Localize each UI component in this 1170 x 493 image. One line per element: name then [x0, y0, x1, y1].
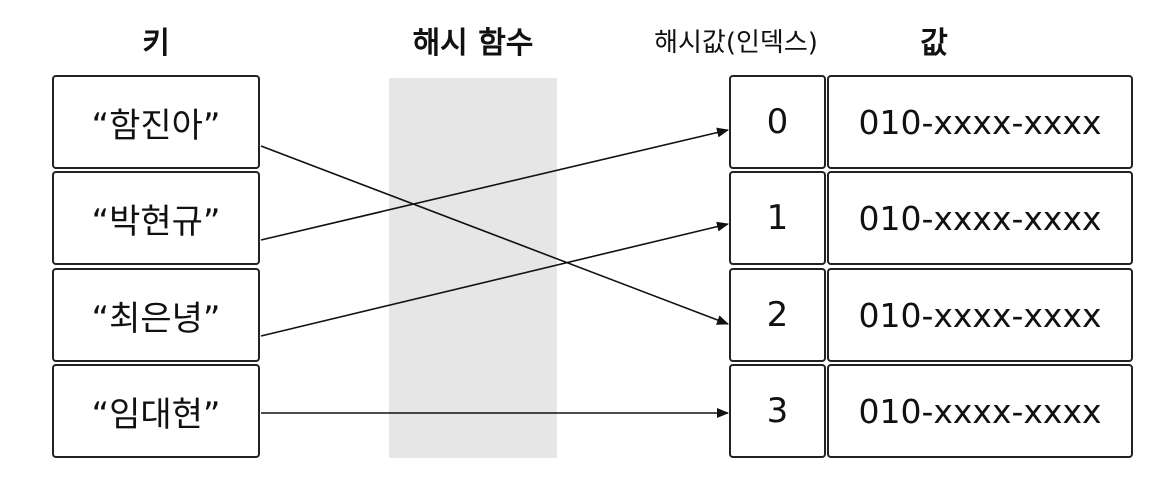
index-label: 3 — [766, 391, 789, 431]
key-label: “박현규” — [91, 201, 221, 242]
value-label: 010-xxxx-xxxx — [858, 391, 1102, 431]
index-box-2: 2 — [729, 268, 826, 362]
value-box-2: 010-xxxx-xxxx — [827, 268, 1133, 362]
key-header: 키 — [142, 26, 170, 61]
value-box-0: 010-xxxx-xxxx — [827, 75, 1133, 169]
index-label: 2 — [766, 295, 789, 335]
key-label: “임대현” — [91, 394, 221, 435]
hash-function-band — [389, 78, 557, 458]
index-box-1: 1 — [729, 171, 826, 265]
hash-function-header: 해시 함수 — [412, 26, 534, 61]
index-label: 0 — [766, 102, 789, 142]
mapping-arrow — [260, 145, 729, 325]
value-box-1: 010-xxxx-xxxx — [827, 171, 1133, 265]
index-box-3: 3 — [729, 364, 826, 458]
key-box-3: “임대현” — [52, 364, 260, 458]
value-label: 010-xxxx-xxxx — [858, 102, 1102, 142]
mapping-arrow — [260, 221, 729, 337]
key-box-0: “함진아” — [52, 75, 260, 169]
key-box-1: “박현규” — [52, 171, 260, 265]
value-header: 값 — [920, 26, 948, 61]
index-label: 1 — [766, 198, 789, 238]
key-label: “함진아” — [91, 105, 221, 146]
value-label: 010-xxxx-xxxx — [858, 295, 1102, 335]
mapping-arrow — [260, 127, 729, 241]
value-label: 010-xxxx-xxxx — [858, 198, 1102, 238]
hash-value-header: 해시값(인덱스) — [654, 28, 818, 58]
key-label: “최은녕” — [91, 298, 221, 339]
value-box-3: 010-xxxx-xxxx — [827, 364, 1133, 458]
key-box-2: “최은녕” — [52, 268, 260, 362]
index-box-0: 0 — [729, 75, 826, 169]
